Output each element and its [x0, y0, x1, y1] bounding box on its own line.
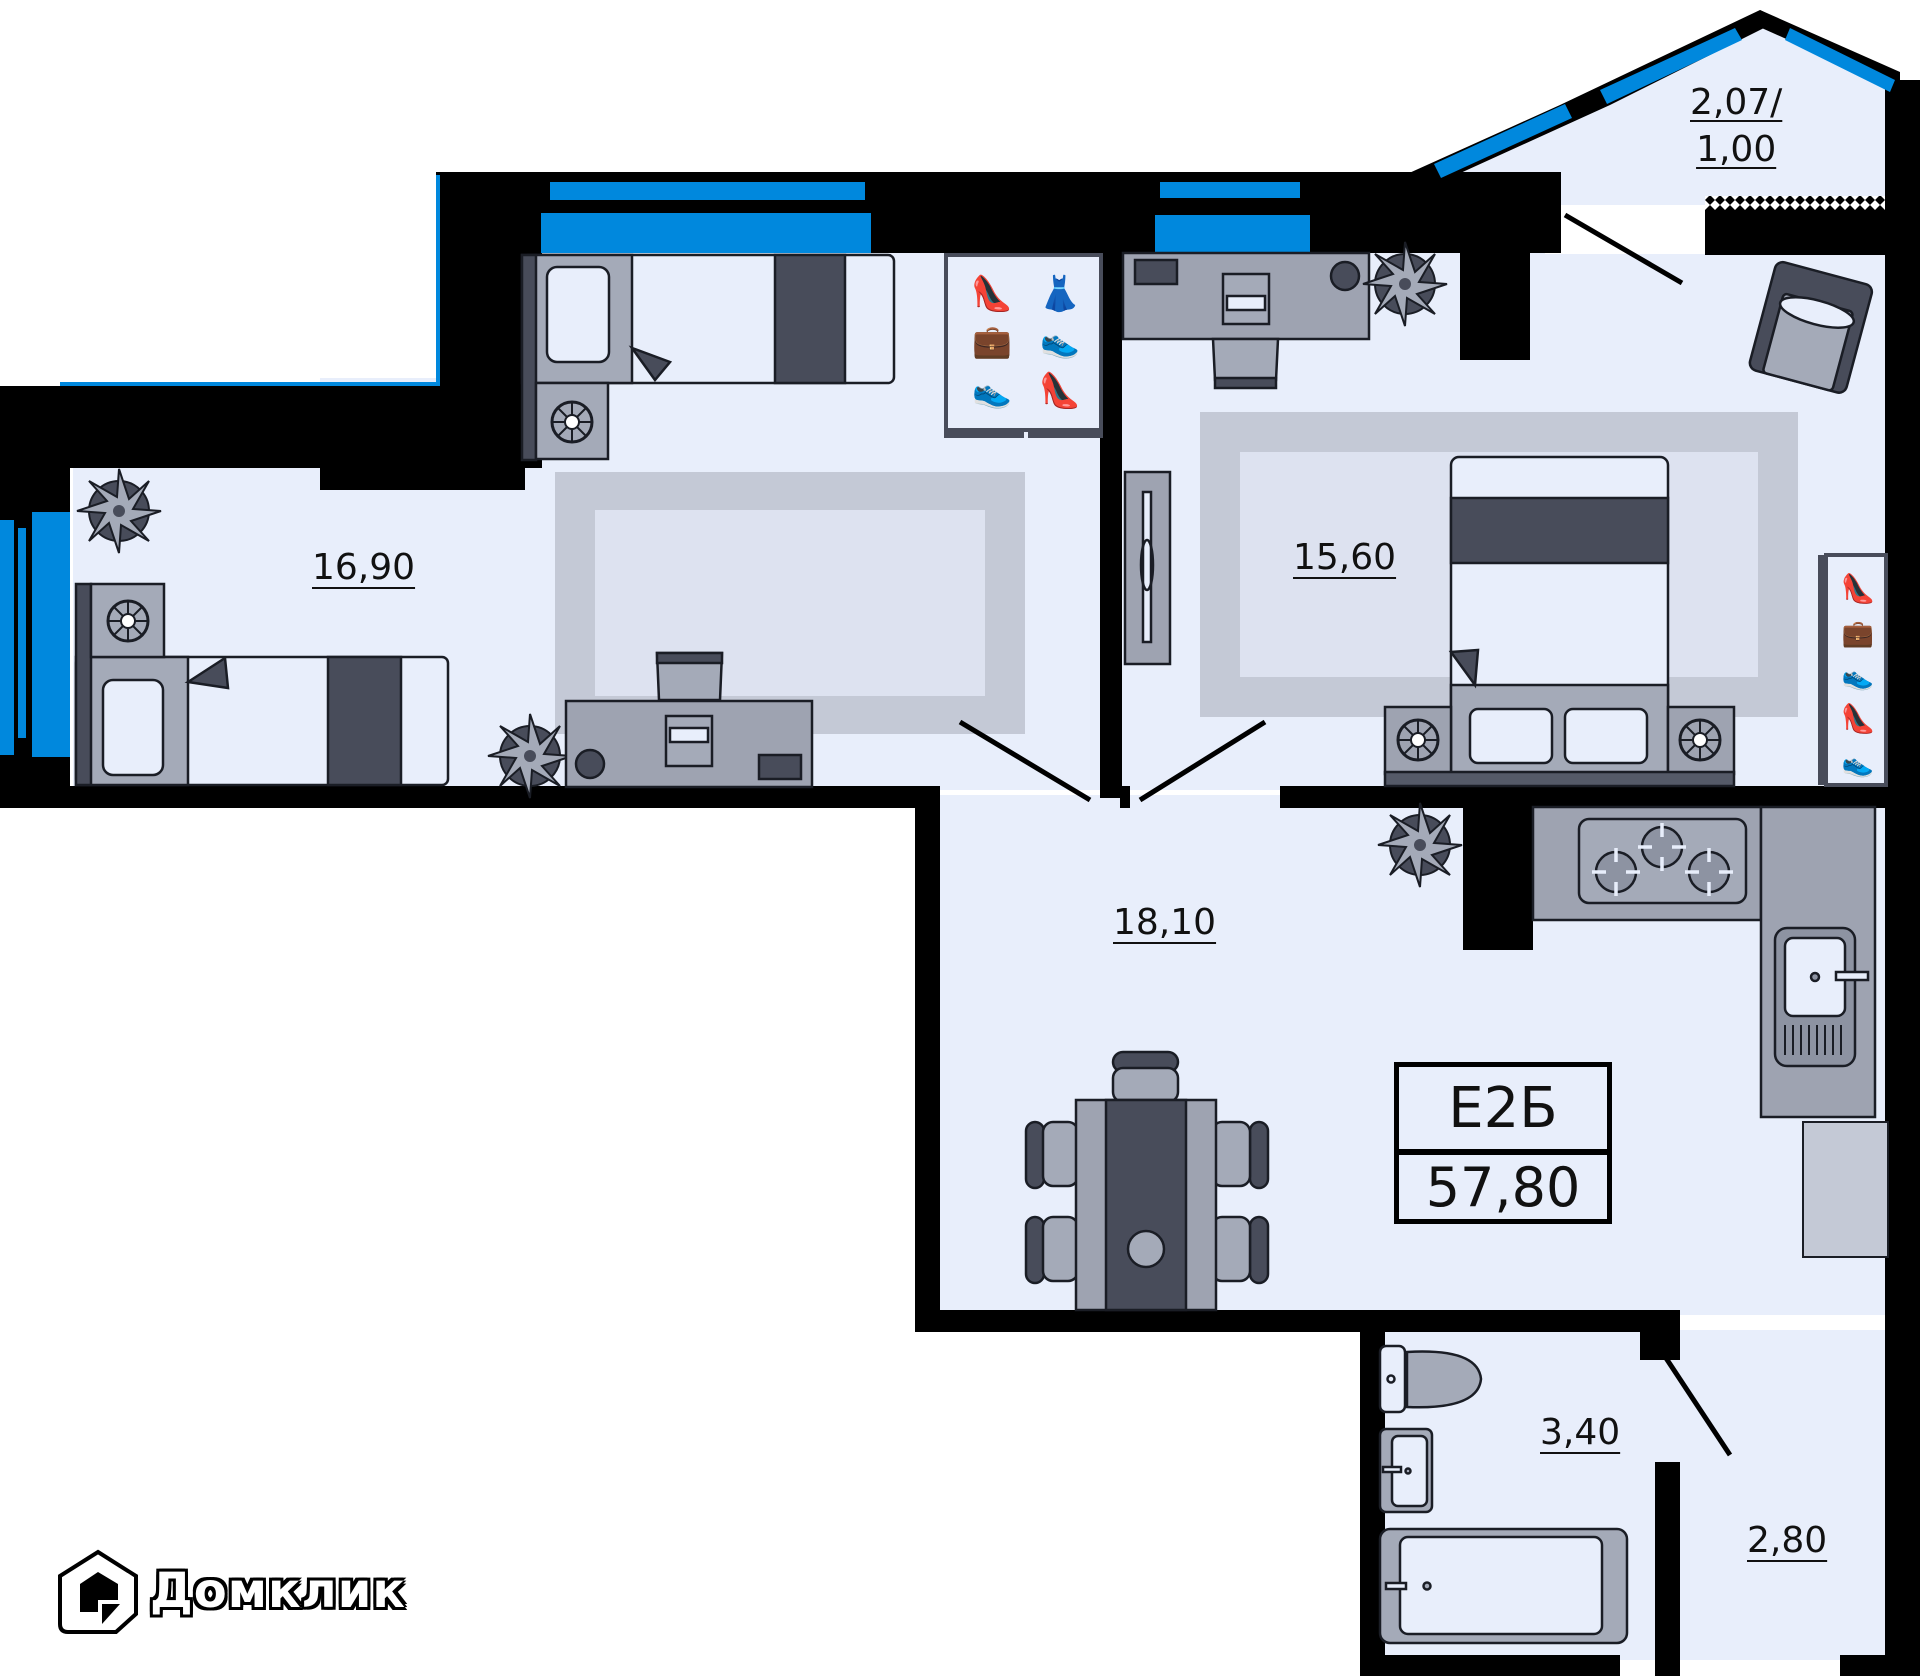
svg-text:👠: 👠 — [1841, 701, 1876, 735]
plant-icon — [1362, 241, 1448, 327]
wardrobe-icon: 👠 👗 💼 👟 👟 👠 — [944, 253, 1103, 438]
room-area-living-kitchen: 18,10 — [1113, 902, 1217, 943]
logo-text: Домклик — [150, 1563, 406, 1619]
svg-text:👠: 👠 — [1039, 370, 1081, 411]
bed-icon — [1383, 455, 1736, 788]
svg-text:👗: 👗 — [1039, 274, 1081, 314]
doors — [958, 212, 1733, 1457]
stove-icon — [1577, 817, 1748, 905]
apartment-total-area: 57,80 — [1425, 1155, 1581, 1219]
sink-icon — [1773, 926, 1870, 1068]
svg-text:👠: 👠 — [1841, 571, 1876, 605]
desk-icon — [564, 651, 814, 789]
balcony-area: 2,07/ 1,00 — [1690, 80, 1782, 174]
room-area-hallway: 2,80 — [1747, 1520, 1828, 1561]
svg-text:👟: 👟 — [1842, 662, 1874, 692]
plant-icon — [1377, 802, 1463, 888]
svg-text:👠: 👠 — [971, 273, 1013, 314]
washbasin-icon — [1378, 1427, 1434, 1514]
house-logo-icon — [58, 1549, 138, 1634]
apartment-info-box: Е2Б 57,80 — [1394, 1062, 1612, 1224]
wardrobe-icon: 👠 💼 👟 👠 👟 — [1818, 553, 1888, 787]
fridge-icon — [1802, 1121, 1889, 1258]
nightstand-icon — [1678, 718, 1722, 762]
room-area-bedroom-right: 15,60 — [1293, 537, 1397, 578]
windows — [0, 28, 1895, 757]
rug-left — [555, 472, 1025, 734]
nightstand-icon — [1396, 718, 1440, 762]
desk-icon — [1121, 251, 1371, 390]
dining-table-icon — [1024, 1050, 1270, 1312]
bed-icon — [520, 253, 896, 462]
svg-text:💼: 💼 — [1842, 619, 1874, 649]
svg-text:👟: 👟 — [1842, 749, 1874, 779]
nightstand-icon — [550, 400, 594, 444]
apartment-code: Е2Б — [1399, 1067, 1607, 1155]
svg-text:💼: 💼 — [972, 322, 1012, 360]
domclick-logo: Домклик — [56, 1548, 406, 1634]
nightstand-icon — [106, 599, 150, 643]
svg-text:👟: 👟 — [1040, 322, 1080, 360]
room-area-bedroom-left: 16,90 — [312, 547, 416, 588]
balcony-area-full: 2,07/ — [1690, 82, 1783, 123]
toilet-icon — [1378, 1344, 1483, 1414]
tv-cabinet-icon — [1123, 470, 1172, 666]
bathtub-icon — [1378, 1527, 1629, 1645]
armchair-icon — [1748, 260, 1874, 394]
plant-icon — [76, 468, 162, 554]
balcony-area-reduced: 1,00 — [1696, 128, 1777, 170]
svg-text:👟: 👟 — [972, 372, 1012, 410]
plant-icon — [487, 713, 573, 799]
room-area-bathroom: 3,40 — [1540, 1412, 1621, 1453]
